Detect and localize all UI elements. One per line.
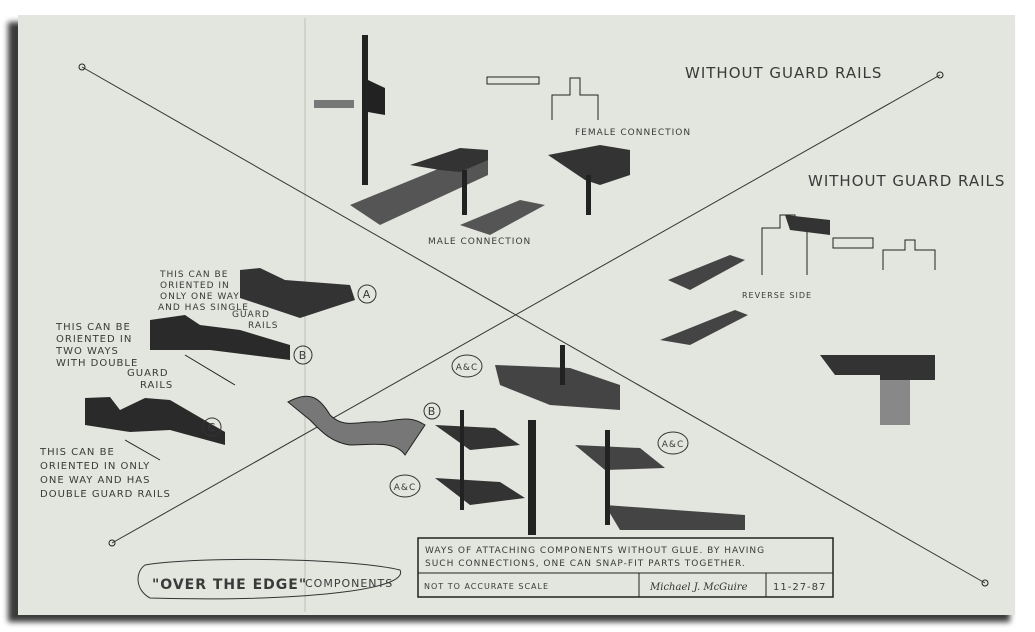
signature: Michael J. McGuire <box>649 582 748 593</box>
line-endpoint <box>981 579 989 587</box>
label-without-guard-rails: WITHOUT GUARD RAILS <box>808 172 1005 190</box>
label-reverse-side: REVERSE SIDE <box>742 291 812 300</box>
text-line: TWO WAYS <box>55 346 119 357</box>
note-c: THIS CAN BE ORIENTED IN ONLY ONE WAY AND… <box>39 447 171 500</box>
line-endpoint <box>108 539 116 547</box>
diagonal-line <box>111 74 941 544</box>
text-line: ORIENTED IN <box>56 334 132 345</box>
text-line: GUARD <box>232 310 270 320</box>
marker-circle-c <box>202 417 222 437</box>
description-line2: SUCH CONNECTIONS, ONE CAN SNAP-FIT PARTS… <box>425 559 746 569</box>
marker-c: C <box>208 421 217 434</box>
text-line: RAILS <box>140 380 173 391</box>
marker-b: B <box>299 349 308 362</box>
marker-b: B <box>428 405 437 418</box>
note-a: THIS CAN BE ORIENTED IN ONLY ONE WAY AND… <box>158 270 278 331</box>
text-line: ONE WAY AND HAS <box>40 475 150 486</box>
marker-ac: A&C <box>456 363 478 373</box>
description-line1: WAYS OF ATTACHING COMPONENTS WITHOUT GLU… <box>425 546 765 556</box>
title-components: COMPONENTS <box>305 577 393 590</box>
text-line: WITH DOUBLE <box>56 358 138 369</box>
marker-circle-b <box>293 345 313 365</box>
text-line: ORIENTED IN <box>160 281 230 291</box>
date: 11-27-87 <box>773 582 826 593</box>
text-line: THIS CAN BE <box>159 270 228 280</box>
diagonal-line <box>81 66 986 584</box>
text-line: ONLY ONE WAY <box>160 292 240 302</box>
marker-circle-ac <box>657 431 689 455</box>
marker-circle-ac <box>451 354 483 378</box>
label-without-guard-rails: WITHOUT GUARD RAILS <box>685 64 882 82</box>
marker-ac: A&C <box>394 483 416 493</box>
marker-circle-b <box>423 402 441 420</box>
marker-a: A <box>363 288 372 301</box>
text-line: THIS CAN BE <box>55 322 131 333</box>
title-quoted: "OVER THE EDGE" <box>152 577 307 593</box>
text-line: AND HAS SINGLE <box>158 303 249 313</box>
marker-ac: A&C <box>662 440 684 450</box>
title-block: WAYS OF ATTACHING COMPONENTS WITHOUT GLU… <box>417 537 834 598</box>
note-b: THIS CAN BE ORIENTED IN TWO WAYS WITH DO… <box>55 322 173 391</box>
scale-note: NOT TO ACCURATE SCALE <box>424 582 549 591</box>
label-male-connection: MALE CONNECTION <box>428 237 531 247</box>
text-line: DOUBLE GUARD RAILS <box>40 489 171 500</box>
marker-circle-a <box>357 284 377 304</box>
text-line: THIS CAN BE <box>39 447 115 458</box>
line-endpoint <box>936 71 944 79</box>
line-endpoint <box>78 63 86 71</box>
text-line: ORIENTED IN ONLY <box>40 461 150 472</box>
text-line: RAILS <box>248 321 278 331</box>
text-line: GUARD <box>127 368 169 379</box>
marker-circle-ac <box>389 474 421 498</box>
component-sketches <box>85 35 936 535</box>
label-female-connection: FEMALE CONNECTION <box>575 128 691 138</box>
title-outline <box>137 558 402 600</box>
